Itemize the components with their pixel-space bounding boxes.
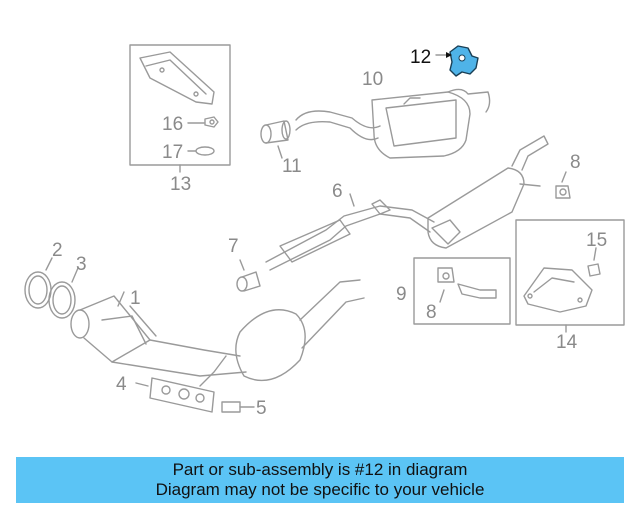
callout-8-inset: 8 (426, 302, 437, 323)
inset-box-9 (413, 257, 511, 325)
part-8-hanger-right (555, 171, 571, 199)
callout-4: 4 (116, 374, 127, 395)
callout-15: 15 (586, 230, 607, 251)
callout-5: 5 (256, 398, 267, 419)
part-1-front-pipe-converter (70, 279, 365, 387)
inset-box-13 (129, 44, 231, 173)
callout-8-hanger: 8 (570, 152, 581, 173)
callout-3: 3 (76, 254, 87, 275)
part-10-rear-muffler (295, 88, 491, 159)
banner-disclaimer-line: Diagram may not be specific to your vehi… (155, 480, 485, 499)
callout-11: 11 (282, 156, 302, 177)
info-banner: Part or sub-assembly is #12 in diagram D… (16, 457, 624, 503)
callout-1: 1 (130, 288, 141, 309)
callout-6: 6 (332, 181, 343, 202)
callout-10: 10 (362, 69, 383, 90)
part-7-clamp (236, 259, 261, 292)
part-4-flange-gasket (135, 377, 215, 413)
part-5-bolt (221, 401, 255, 413)
callout-16: 16 (162, 114, 183, 135)
callout-7: 7 (228, 236, 239, 257)
exhaust-parts-diagram: 1 2 3 4 5 6 7 8 8 9 10 11 12 13 14 15 16… (24, 44, 625, 419)
part-11-tail-pipe (260, 120, 291, 159)
callout-13: 13 (170, 174, 191, 195)
callout-9: 9 (396, 284, 407, 305)
callout-12: 12 (410, 47, 431, 68)
callout-14: 14 (556, 332, 578, 353)
callout-17: 17 (162, 142, 183, 163)
part-12-bracket-highlighted[interactable] (446, 45, 479, 77)
inset-box-14 (515, 219, 625, 333)
callout-2: 2 (52, 240, 63, 261)
banner-part-line: Part or sub-assembly is #12 in diagram (172, 460, 468, 479)
parts-2-3-gaskets (24, 257, 79, 319)
part-6-middle-pipe (265, 135, 549, 271)
